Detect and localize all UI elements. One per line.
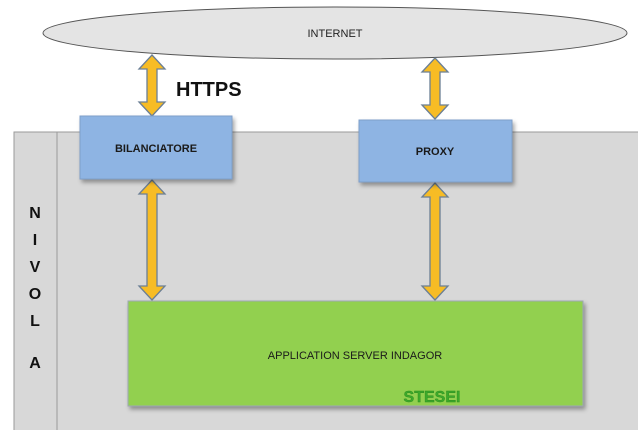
nivola-label: N I V O L A [29, 205, 41, 372]
app-server-box [127, 300, 584, 407]
proxy-label: PROXY [416, 146, 455, 158]
nivola-letter: I [33, 232, 37, 249]
balancer-label: BILANCIATORE [115, 143, 197, 155]
arrow-internet-balancer [137, 54, 167, 117]
nivola-letter: L [30, 313, 40, 330]
arrow-balancer-appserver [137, 179, 167, 301]
proxy-node: PROXY [358, 119, 513, 183]
nivola-letter: N [29, 205, 41, 222]
balancer-node: BILANCIATORE [79, 115, 233, 180]
nivola-letter: V [30, 259, 41, 276]
nivola-letter: A [29, 355, 41, 372]
app-server-label: APPLICATION SERVER INDAGOR [268, 350, 442, 362]
proxy-box [358, 119, 513, 183]
arrow-proxy-appserver [420, 182, 450, 301]
balancer-box [79, 115, 233, 180]
internet-label: INTERNET [308, 28, 363, 40]
arrow-internet-proxy [420, 57, 450, 120]
stesei-watermark: STESEI [404, 389, 461, 406]
app-server-node: APPLICATION SERVER INDAGOR STESEI [127, 300, 584, 407]
nivola-letter: O [29, 286, 41, 303]
internet-ellipse [42, 6, 628, 60]
https-label: HTTPS [176, 79, 242, 101]
internet-node: INTERNET [42, 6, 628, 60]
